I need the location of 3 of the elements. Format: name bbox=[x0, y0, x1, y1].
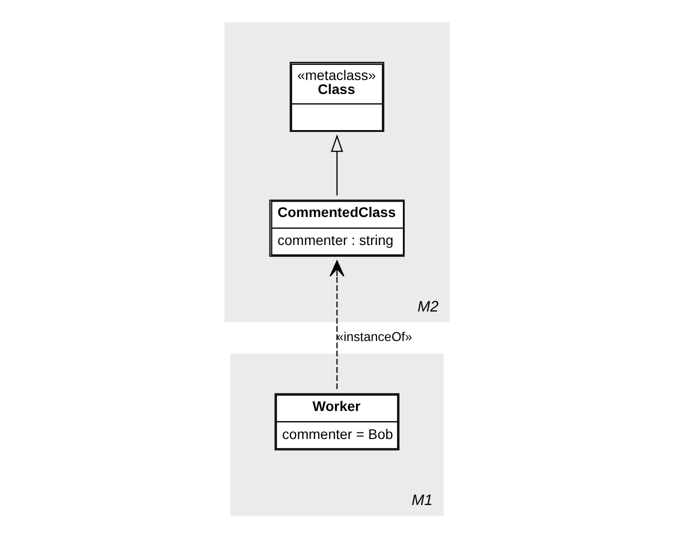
arrow bbox=[330, 260, 344, 390]
arrow bbox=[330, 134, 344, 196]
edge-label: «instanceOf» bbox=[336, 329, 412, 344]
